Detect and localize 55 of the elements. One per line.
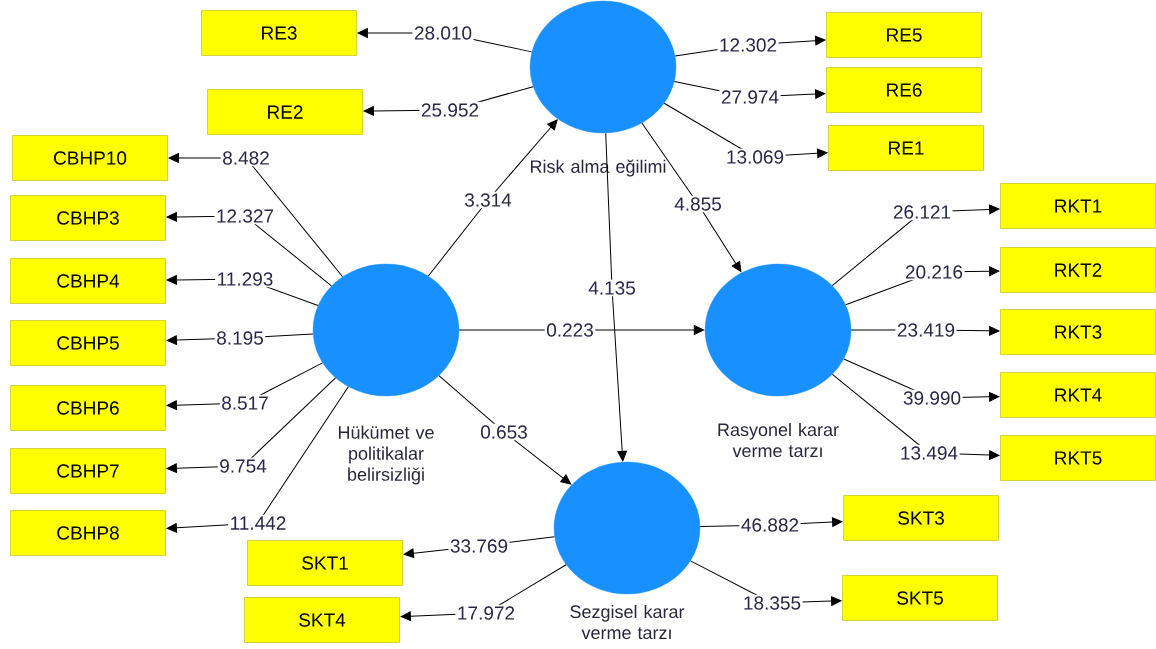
arrow xyxy=(641,122,742,273)
edge-label: 28.010 xyxy=(412,24,474,42)
arrow xyxy=(605,132,628,462)
indicator-box: RE1 xyxy=(828,125,984,171)
indicator-box: RKT3 xyxy=(1000,309,1156,355)
edge-label: 39.990 xyxy=(901,389,963,407)
indicator-box: RKT5 xyxy=(1000,435,1156,481)
construct-label: Sezgisel karar verme tarzı xyxy=(570,604,685,640)
indicator-box: CBHP10 xyxy=(12,135,168,181)
edge-label: 23.419 xyxy=(895,321,957,339)
indicator-box: RE2 xyxy=(207,89,363,135)
indicator-box: SKT1 xyxy=(247,540,403,586)
edge-label: 13.069 xyxy=(724,148,786,166)
edge-label: 8.517 xyxy=(219,394,271,412)
indicator-box: SKT5 xyxy=(842,575,998,621)
arrow xyxy=(166,386,349,533)
edge-label: 4.855 xyxy=(672,195,724,213)
edge-label: 25.952 xyxy=(419,101,481,119)
arrow xyxy=(427,119,558,277)
edge-label: 8.195 xyxy=(214,329,266,347)
edge-label: 9.754 xyxy=(217,457,269,475)
indicator-box: RKT2 xyxy=(1000,247,1156,293)
edge-label: 33.769 xyxy=(448,537,510,555)
indicator-box: SKT3 xyxy=(843,495,999,541)
edge-label: 26.121 xyxy=(891,203,953,221)
indicator-box: SKT4 xyxy=(244,597,400,643)
indicator-box: RE5 xyxy=(826,12,982,58)
edge-label: 11.293 xyxy=(215,270,275,288)
indicator-box: RE3 xyxy=(201,10,357,56)
edge-label: 0.223 xyxy=(544,321,596,339)
indicator-box: CBHP8 xyxy=(10,510,166,556)
edge-label: 27.974 xyxy=(719,88,781,106)
indicator-box: CBHP7 xyxy=(10,448,166,494)
indicator-box: CBHP6 xyxy=(10,385,166,431)
edge-label: 8.482 xyxy=(220,149,272,167)
edge-label: 12.327 xyxy=(214,207,276,225)
edge-label: 17.972 xyxy=(455,604,517,622)
edge-label: 13.494 xyxy=(898,444,960,462)
indicator-box: RKT1 xyxy=(1000,183,1156,229)
construct-label: Rasyonel karar verme tarzı xyxy=(718,422,839,458)
edge-label: 46.882 xyxy=(739,516,801,534)
indicator-box: RE6 xyxy=(826,67,982,113)
edge-label: 11.442 xyxy=(228,514,288,532)
indicator-box: RKT4 xyxy=(1000,372,1156,418)
indicator-box: CBHP4 xyxy=(10,258,166,304)
edge-label: 12.302 xyxy=(717,36,779,54)
arrow xyxy=(438,375,572,485)
construct-label: Hükümet ve politikalar belirsizliği xyxy=(338,425,434,485)
edge-label: 0.653 xyxy=(478,423,530,441)
indicator-box: CBHP5 xyxy=(10,320,166,366)
edge-label: 20.216 xyxy=(903,263,965,281)
edge-label: 4.135 xyxy=(586,279,638,297)
indicator-box: CBHP3 xyxy=(10,195,166,241)
edge-label: 18.355 xyxy=(741,594,803,612)
edge-label: 3.314 xyxy=(462,191,514,209)
